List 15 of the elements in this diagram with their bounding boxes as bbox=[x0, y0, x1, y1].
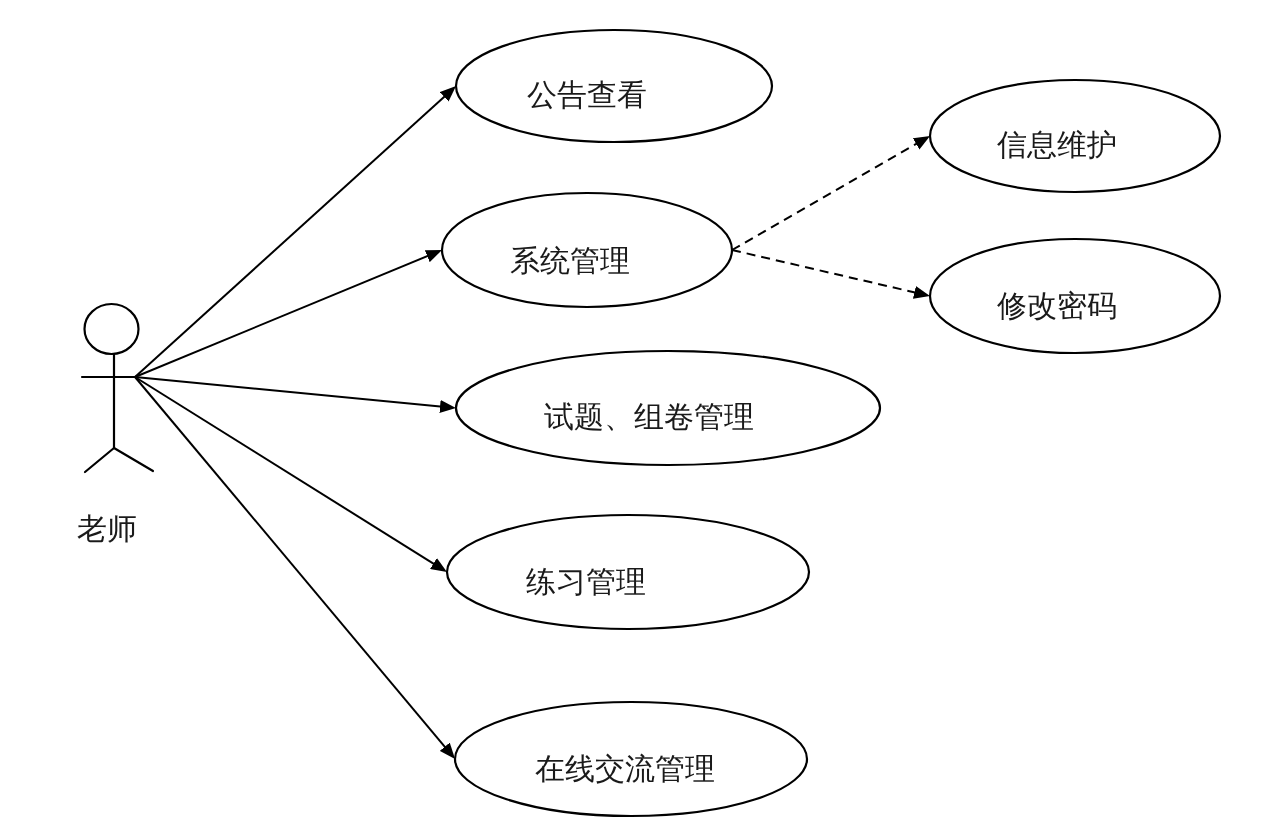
dashed-arrow bbox=[731, 136, 931, 251]
use-case-name: 在线交流管理 bbox=[535, 751, 715, 785]
use-case-name: 练习管理 bbox=[526, 564, 646, 598]
use-case-name: 信息维护 bbox=[997, 127, 1117, 161]
use-case-name: 公告查看 bbox=[527, 77, 647, 111]
dashed-arrow bbox=[731, 249, 930, 299]
actor-caption: 老师 bbox=[77, 512, 137, 545]
use-case-name: 系统管理 bbox=[510, 243, 630, 277]
use-case-name: 试题、组卷管理 bbox=[544, 399, 754, 433]
arrow bbox=[134, 376, 456, 413]
arrow bbox=[134, 376, 447, 573]
arrow bbox=[134, 86, 457, 378]
use-case-name: 修改密码 bbox=[997, 288, 1117, 322]
arrow bbox=[134, 376, 456, 760]
arrow bbox=[134, 250, 442, 378]
